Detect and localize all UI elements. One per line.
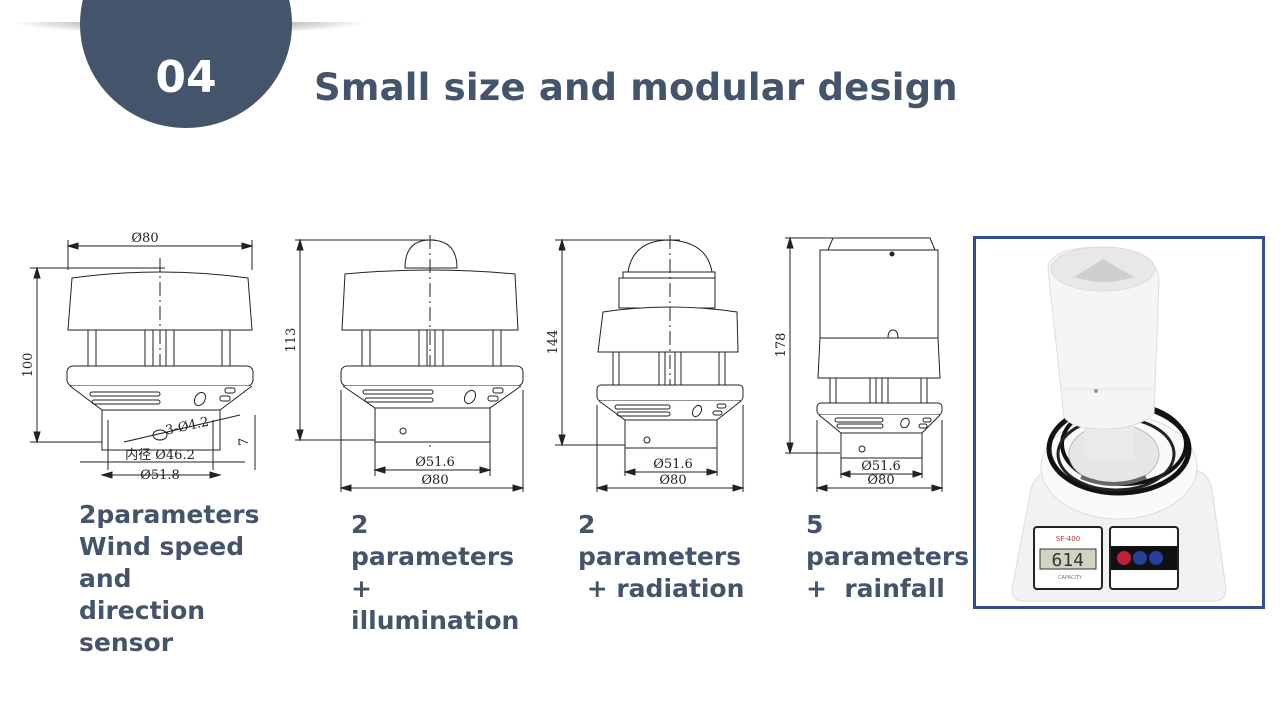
caption-illumination: 2 parameters + illumination <box>351 510 520 635</box>
svg-text:Ø51.8: Ø51.8 <box>140 468 180 483</box>
svg-text:178: 178 <box>775 333 789 358</box>
svg-text:Ø80: Ø80 <box>131 231 158 246</box>
radiation-sensor-drawing: 144 Ø51.6 Ø80 <box>545 230 760 495</box>
wind-sensor-drawing: Ø80 100 3-Ø4.2 7 内径 Ø46.2 Ø51.8 <box>20 230 270 495</box>
svg-text:内径 Ø46.2: 内径 Ø46.2 <box>125 447 195 463</box>
svg-text:Ø51.6: Ø51.6 <box>653 457 693 472</box>
product-photo: SF-400 614 CAPACITY <box>973 236 1265 609</box>
svg-text:Ø80: Ø80 <box>867 473 894 488</box>
svg-text:CAPACITY: CAPACITY <box>1058 575 1083 581</box>
slide-title: Small size and modular design <box>314 66 958 109</box>
svg-text:Ø80: Ø80 <box>659 473 686 488</box>
caption-radiation: 2 parameters + radiation <box>578 510 745 603</box>
svg-text:614: 614 <box>1051 550 1084 571</box>
svg-text:SF-400: SF-400 <box>1056 535 1080 543</box>
caption-wind-sensor: 2parameters Wind speed and direction sen… <box>79 500 260 657</box>
caption-rainfall: 5 parameters + rainfall <box>806 510 970 603</box>
svg-text:144: 144 <box>546 330 561 355</box>
svg-text:7: 7 <box>237 438 252 446</box>
svg-text:Ø51.6: Ø51.6 <box>861 459 901 474</box>
rainfall-sensor-drawing: 178 Ø51.6 Ø80 <box>775 230 970 495</box>
svg-text:113: 113 <box>285 328 299 353</box>
svg-text:Ø51.6: Ø51.6 <box>415 455 455 470</box>
svg-text:100: 100 <box>21 353 36 378</box>
section-number: 04 <box>155 52 217 103</box>
svg-text:Ø80: Ø80 <box>421 473 448 488</box>
illumination-sensor-drawing: 113 Ø51.6 Ø80 <box>285 230 535 495</box>
